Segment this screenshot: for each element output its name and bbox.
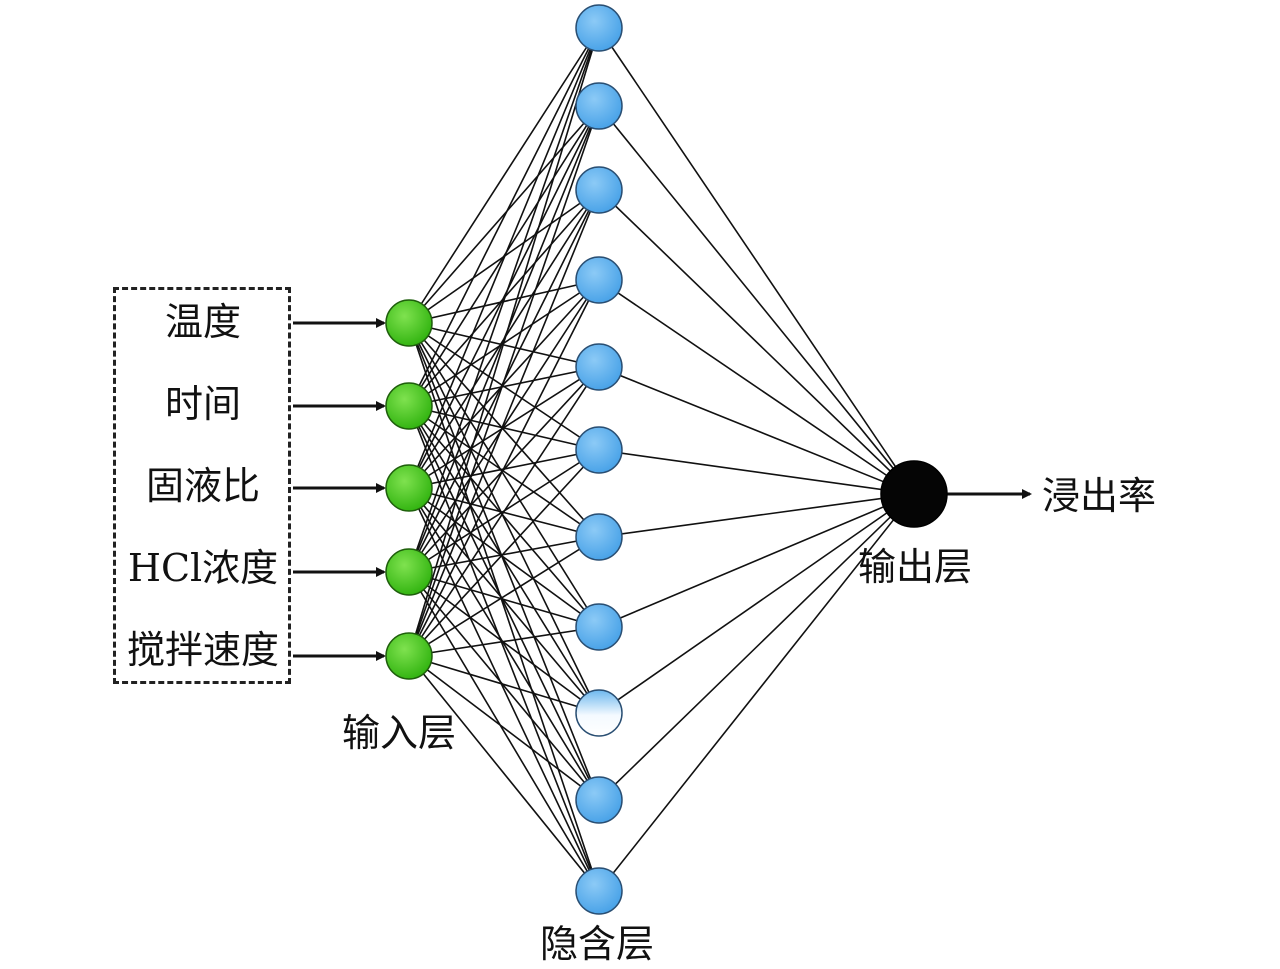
edge-input-2-hidden-0 [408,27,600,489]
edge-input-4-hidden-5 [408,449,600,657]
input-label-hcl-concentration: HCl浓度 [127,546,279,590]
result-label: 浸出率 [1042,474,1157,518]
input-node-2 [385,464,433,512]
edge-input-4-hidden-2 [408,189,600,657]
edge-input-4-hidden-9 [408,655,600,801]
edge-input-1-hidden-0 [408,27,600,407]
edge-hidden-9-output [598,493,915,801]
input-node-3 [385,548,433,596]
edge-hidden-10-output [598,493,915,892]
nodes [385,4,948,915]
edge-input-2-hidden-7 [408,487,600,628]
edge-input-0-hidden-10 [408,322,600,892]
edge-input-0-hidden-8 [408,322,600,714]
edge-input-2-hidden-10 [408,487,600,892]
edge-input-3-hidden-10 [408,571,600,892]
input-label-time: 时间 [164,382,241,426]
edge-hidden-6-output [598,493,915,538]
edge-input-1-hidden-7 [408,405,600,628]
edge-input-3-hidden-7 [408,571,600,628]
edge-hidden-4-output [598,366,915,495]
edge-input-1-hidden-6 [408,405,600,538]
hidden-node-6 [575,513,623,561]
edge-input-3-hidden-8 [408,571,600,714]
edge-hidden-0-output [598,27,915,495]
edge-input-2-hidden-4 [408,366,600,489]
edge-input-3-hidden-1 [408,105,600,573]
hidden-node-5 [575,426,623,474]
hidden-layer-label: 隐含层 [540,922,655,966]
edge-input-4-hidden-7 [408,626,600,657]
edge-hidden-5-output [598,449,915,495]
input-variables-box [113,287,291,684]
input-label-temperature: 温度 [164,300,241,344]
hidden-node-3 [575,256,623,304]
edge-hidden-1-output [598,105,915,495]
edge-input-4-hidden-3 [408,279,600,657]
edge-hidden-7-output [598,493,915,628]
hidden-node-1 [575,82,623,130]
edge-input-2-hidden-1 [408,105,600,489]
hidden-node-4 [575,343,623,391]
output-node [880,460,948,528]
edge-input-1-hidden-9 [408,405,600,801]
hidden-node-7 [575,603,623,651]
edge-input-4-hidden-4 [408,366,600,657]
edge-input-3-hidden-3 [408,279,600,573]
edge-input-0-hidden-0 [408,27,600,324]
edge-input-4-hidden-1 [408,105,600,657]
edge-input-4-hidden-6 [408,536,600,657]
edge-input-1-hidden-4 [408,366,600,407]
edge-input-3-hidden-9 [408,571,600,801]
input-layer-label: 输入层 [342,711,457,755]
edge-input-2-hidden-3 [408,279,600,489]
hidden-node-0 [575,4,623,52]
edge-input-2-hidden-8 [408,487,600,714]
connections [408,27,915,892]
input-label-stirring-speed: 搅拌速度 [126,628,279,672]
edge-input-0-hidden-7 [408,322,600,628]
edge-hidden-2-output [598,189,915,495]
edge-input-0-hidden-6 [408,322,600,538]
input-arrows [293,318,1032,661]
edge-input-0-hidden-4 [408,322,600,368]
input-node-0 [385,299,433,347]
edge-input-0-hidden-1 [408,105,600,324]
hidden-node-2 [575,166,623,214]
hidden-node-9 [575,776,623,824]
edge-input-1-hidden-8 [408,405,600,714]
edge-hidden-3-output [598,279,915,495]
edge-input-1-hidden-10 [408,405,600,892]
edge-input-4-hidden-8 [408,655,600,714]
edge-input-3-hidden-0 [408,27,600,573]
output-layer-label: 输出层 [858,545,973,589]
edge-input-2-hidden-9 [408,487,600,801]
hidden-node-8 [575,689,623,737]
edge-hidden-8-output [598,493,915,714]
input-node-4 [385,632,433,680]
edge-input-0-hidden-9 [408,322,600,801]
hidden-node-10 [575,867,623,915]
edge-input-4-hidden-0 [408,27,600,657]
edge-input-4-hidden-10 [408,655,600,892]
input-node-1 [385,382,433,430]
input-label-solid-liquid-ratio: 固液比 [145,464,260,508]
